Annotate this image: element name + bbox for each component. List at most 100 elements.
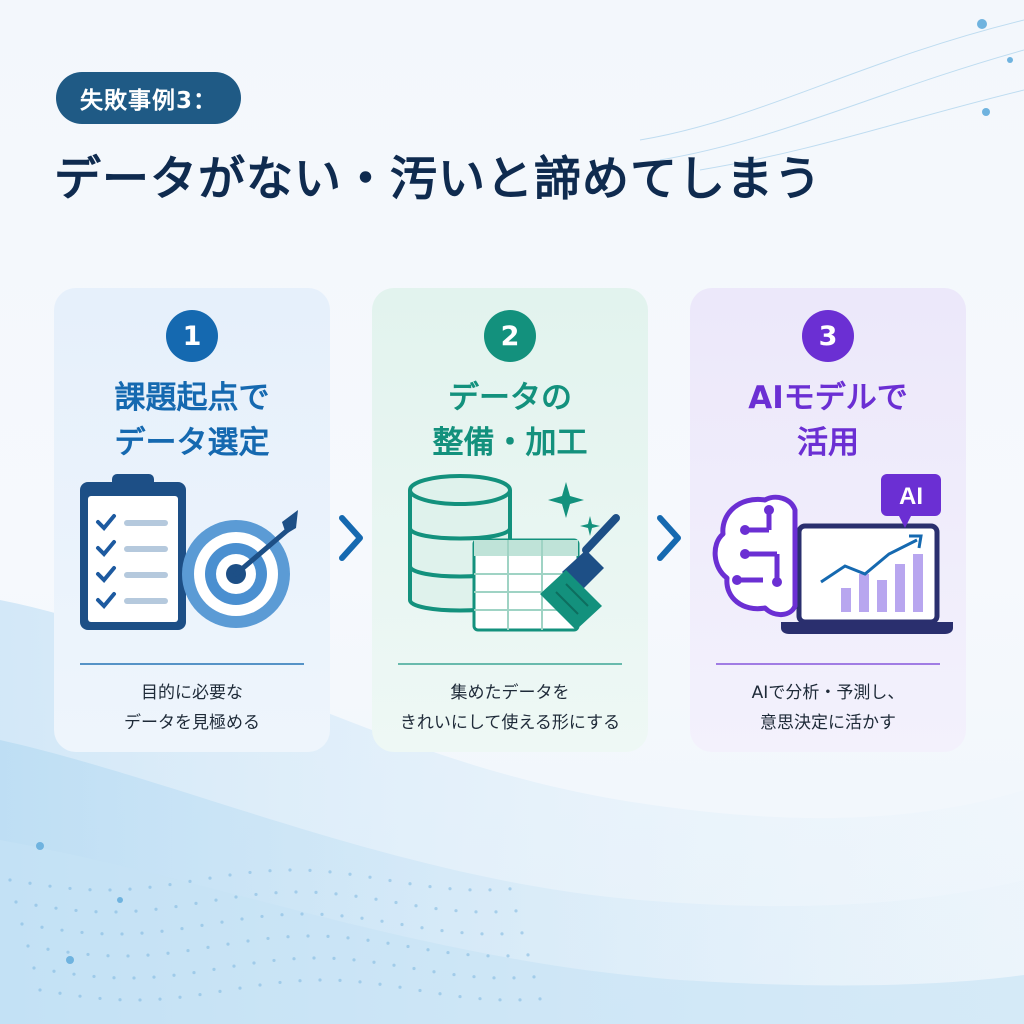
clipboard-checklist-icon	[80, 474, 186, 630]
decor-dot	[106, 954, 110, 958]
step-title: データの 整備・加工	[432, 380, 588, 461]
decor-dot	[20, 922, 24, 926]
decor-dot	[168, 882, 172, 887]
decor-dot	[380, 919, 384, 923]
decor-dot	[278, 980, 282, 985]
step-title: AIモデルで 活用	[748, 380, 908, 461]
card-divider	[80, 663, 304, 665]
ai-label: AI	[899, 483, 923, 510]
decor-dot	[378, 982, 382, 986]
decor-dot	[14, 900, 18, 904]
decor-dot	[34, 903, 38, 907]
decor-dot	[506, 954, 510, 958]
decor-dot	[460, 931, 464, 935]
decor-dot	[246, 939, 250, 943]
decor-dot	[118, 998, 122, 1002]
decor-dot	[120, 932, 124, 936]
page-title: データがない・汚いと諦めてしまう	[54, 152, 822, 207]
step-number-badge: 2	[484, 310, 536, 362]
decor-dot	[320, 912, 324, 917]
decor-dot	[214, 898, 218, 902]
decor-dot	[134, 909, 138, 913]
decor-dot	[152, 975, 156, 979]
decor-dot	[218, 989, 222, 994]
decor-dot	[178, 995, 182, 999]
decor-dot	[494, 910, 498, 914]
decor-dot	[66, 950, 70, 954]
decor-dot	[312, 956, 316, 960]
step-card-2: 2 データの 整備・加工	[372, 288, 648, 752]
decor-dot	[94, 910, 98, 914]
decor-dot	[286, 935, 290, 939]
decor-dot	[194, 901, 198, 906]
step-card-3: 3 AIモデルで 活用 AI	[690, 288, 966, 752]
decor-dot	[414, 904, 418, 908]
decor-dot	[192, 970, 196, 975]
decor-dot	[314, 890, 318, 895]
decor-dot	[60, 928, 64, 932]
broom-icon	[540, 514, 620, 630]
decor-dot	[186, 948, 190, 953]
chevron-right-icon	[657, 515, 681, 561]
decor-dot	[348, 872, 352, 876]
decor-dot	[394, 900, 398, 905]
decor-dot	[154, 907, 158, 911]
decor-dot	[508, 887, 512, 891]
decor-dot	[128, 887, 132, 891]
decor-dot	[428, 884, 432, 889]
decor-dot	[340, 914, 344, 918]
decor-dot	[226, 942, 230, 946]
decor-dot	[526, 953, 530, 957]
decor-dot	[458, 994, 462, 999]
decor-dot	[32, 966, 36, 970]
decor-dot	[52, 969, 56, 973]
decor-dot	[472, 975, 476, 979]
decor-dot	[408, 882, 412, 886]
decor-dot	[248, 870, 252, 875]
decor-dot	[492, 976, 496, 980]
decor-dot	[388, 878, 392, 883]
decor-dot	[88, 888, 92, 892]
data-cleaning-illustration	[408, 474, 620, 632]
decor-dot	[294, 890, 298, 894]
decor-dot	[514, 909, 518, 913]
brain-circuit-icon	[712, 494, 798, 617]
decor-dot	[288, 868, 292, 872]
decor-dot	[268, 869, 272, 873]
decor-dot	[300, 912, 304, 916]
decor-dot	[78, 994, 82, 998]
sparkle-icon	[548, 482, 600, 536]
decor-dot	[306, 934, 310, 938]
clipboard-target-illustration	[80, 474, 298, 630]
decor-dot	[260, 914, 264, 919]
decor-dot	[366, 938, 370, 942]
decor-dot	[220, 920, 224, 924]
ai-chat-bubble-icon	[881, 474, 941, 528]
step-card-1: 1 課題起点で データ選定 目的	[54, 288, 330, 752]
decor-dot	[238, 986, 242, 990]
decor-dot	[254, 892, 258, 897]
decor-dot	[298, 979, 302, 983]
decor-dot	[8, 878, 12, 882]
decor-dot	[258, 983, 262, 987]
decor-dot	[148, 885, 152, 889]
target-arrow-icon	[182, 510, 298, 628]
step-number-badge: 1	[166, 310, 218, 362]
laptop-chart-icon	[781, 523, 953, 634]
decor-dot	[434, 906, 438, 911]
step-description: 目的に必要な データを見極める	[124, 683, 260, 733]
decor-dot	[140, 931, 144, 935]
decor-dot	[328, 870, 332, 874]
decor-dot	[58, 991, 62, 995]
decor-dot	[68, 886, 72, 891]
decor-dot	[478, 997, 482, 1001]
case-badge: 失敗事例3：	[56, 72, 242, 124]
decor-dot	[138, 998, 142, 1002]
decor-dot	[308, 868, 312, 873]
decor-dot	[48, 884, 52, 888]
decor-dot	[368, 875, 372, 879]
decor-dot	[474, 910, 478, 914]
decor-dot	[354, 894, 358, 898]
decor-dot	[74, 908, 78, 913]
decor-dot	[98, 996, 102, 1001]
